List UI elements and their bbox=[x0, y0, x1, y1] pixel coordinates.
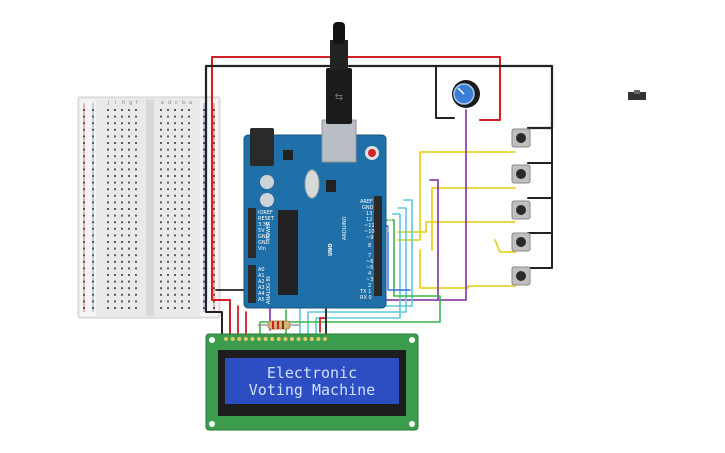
wire-yellow-5 bbox=[419, 249, 516, 289]
label-6: ~6 bbox=[366, 259, 373, 265]
power-jack bbox=[250, 128, 274, 166]
label-11: ~11 bbox=[364, 223, 375, 229]
bb-letter-i: i bbox=[115, 100, 116, 106]
push-buttons[interactable] bbox=[511, 128, 531, 286]
label-10: ~10 bbox=[364, 229, 375, 235]
lcd-line-1: Electronic bbox=[267, 364, 357, 382]
label-ioref: IOREF bbox=[258, 210, 273, 216]
wire-black-lcd bbox=[205, 299, 223, 339]
wire-yellow-4 bbox=[494, 239, 516, 253]
arduino-uno-board[interactable]: UNO ARDUINO DIGITAL (PWM~) AREF GND 13 1… bbox=[243, 119, 394, 309]
lcd-module[interactable]: Electronic Voting Machine bbox=[205, 333, 419, 431]
wire-yellow-1 bbox=[397, 151, 516, 241]
bb-letter-f: f bbox=[136, 100, 138, 106]
label-rx: RX 0 bbox=[360, 295, 372, 301]
label-vin: Vin bbox=[258, 246, 266, 252]
lcd-line-2: Voting Machine bbox=[249, 381, 375, 399]
bb-letter-c: c bbox=[175, 100, 178, 106]
lcd-pins[interactable] bbox=[224, 337, 327, 341]
bb-letter-g: g bbox=[129, 100, 132, 106]
arduino-logo-uno: UNO bbox=[328, 244, 334, 257]
bb-letter-d: d bbox=[168, 100, 171, 106]
label-8: 8 bbox=[368, 243, 371, 249]
label-a4: A4 bbox=[258, 291, 265, 297]
potentiometer[interactable] bbox=[452, 80, 480, 108]
wire-yellow-2 bbox=[431, 187, 516, 251]
wire-cyan-3 bbox=[315, 213, 401, 339]
usb-cable[interactable]: ⇆ bbox=[326, 22, 352, 124]
wire-red-top bbox=[211, 56, 501, 121]
label-5v: 5V bbox=[258, 228, 265, 234]
wire-green-1 bbox=[259, 219, 441, 339]
wire-black-pot bbox=[435, 65, 455, 119]
label-gnd-2: GND bbox=[258, 240, 270, 246]
label-7: 7 bbox=[368, 253, 371, 259]
push-button-3[interactable] bbox=[511, 200, 531, 220]
label-9: ~9 bbox=[366, 235, 373, 241]
push-button-1[interactable] bbox=[511, 128, 531, 148]
wire-purple bbox=[429, 109, 467, 301]
slide-switch[interactable] bbox=[628, 90, 646, 100]
crystal bbox=[304, 169, 320, 199]
capacitor-1 bbox=[260, 175, 274, 189]
label-gnd: GND bbox=[362, 205, 374, 211]
wire-cyan-2 bbox=[307, 207, 407, 339]
power-header[interactable] bbox=[248, 208, 256, 258]
label-analog: ANALOG IN bbox=[266, 276, 272, 304]
push-button-4[interactable] bbox=[511, 232, 531, 252]
arduino-brand: ARDUINO bbox=[342, 216, 348, 240]
bb-letter-h: h bbox=[122, 100, 125, 106]
wire-black-lcd-2 bbox=[237, 305, 247, 339]
atmega-chip bbox=[278, 210, 298, 295]
label-a5: A5 bbox=[258, 297, 265, 303]
label-12: 12 bbox=[366, 217, 372, 223]
label-reset: RESET bbox=[258, 216, 275, 222]
label-3v3: 3.3V bbox=[258, 222, 270, 228]
label-tx: TX 1 bbox=[359, 289, 371, 295]
label-gnd-1: GND bbox=[258, 234, 270, 240]
label-2: 2 bbox=[368, 283, 371, 289]
label-a1: A1 bbox=[258, 273, 265, 279]
breadboard[interactable]: j i h g f e d c b a bbox=[77, 96, 221, 319]
lcd-screen bbox=[225, 358, 399, 404]
usb-icon: ⇆ bbox=[335, 92, 343, 103]
wire-cyan-1 bbox=[299, 199, 413, 339]
digital-label: DIGITAL (PWM~) bbox=[388, 190, 394, 232]
label-3: ~3 bbox=[366, 277, 373, 283]
label-a3: A3 bbox=[258, 285, 265, 291]
capacitor-2 bbox=[260, 193, 274, 207]
bb-letter-a: a bbox=[189, 100, 192, 106]
resistor bbox=[258, 320, 300, 330]
usb-port bbox=[321, 119, 357, 163]
bb-letter-b: b bbox=[182, 100, 185, 106]
bb-letter-e: e bbox=[161, 100, 164, 106]
label-5: ~5 bbox=[366, 265, 373, 271]
label-4: 4 bbox=[368, 271, 371, 277]
digital-header[interactable] bbox=[374, 196, 382, 296]
wire-red-lcd-2 bbox=[319, 317, 327, 333]
bb-letter-j: j bbox=[107, 100, 109, 106]
arduino-side-labels: AREF GND 13 12 ~11 ~10 ~9 8 7 ~6 ~5 4 ~3… bbox=[258, 199, 375, 304]
label-power: POWER bbox=[266, 221, 272, 240]
analog-header[interactable] bbox=[248, 265, 256, 303]
wire-red-rail bbox=[211, 103, 231, 339]
breadboard-holes bbox=[83, 109, 215, 309]
push-button-5[interactable] bbox=[511, 266, 531, 286]
label-13: 13 bbox=[366, 211, 372, 217]
wire-yellow-3 bbox=[397, 221, 516, 233]
label-a2: A2 bbox=[258, 279, 265, 285]
wire-black-buttons bbox=[527, 127, 553, 269]
label-aref: AREF bbox=[360, 199, 373, 205]
breadboard-column-letters: j i h g f e d c b a bbox=[107, 100, 192, 106]
wire-black-top bbox=[204, 64, 554, 302]
push-button-2[interactable] bbox=[511, 164, 531, 184]
label-a0: A0 bbox=[258, 267, 265, 273]
